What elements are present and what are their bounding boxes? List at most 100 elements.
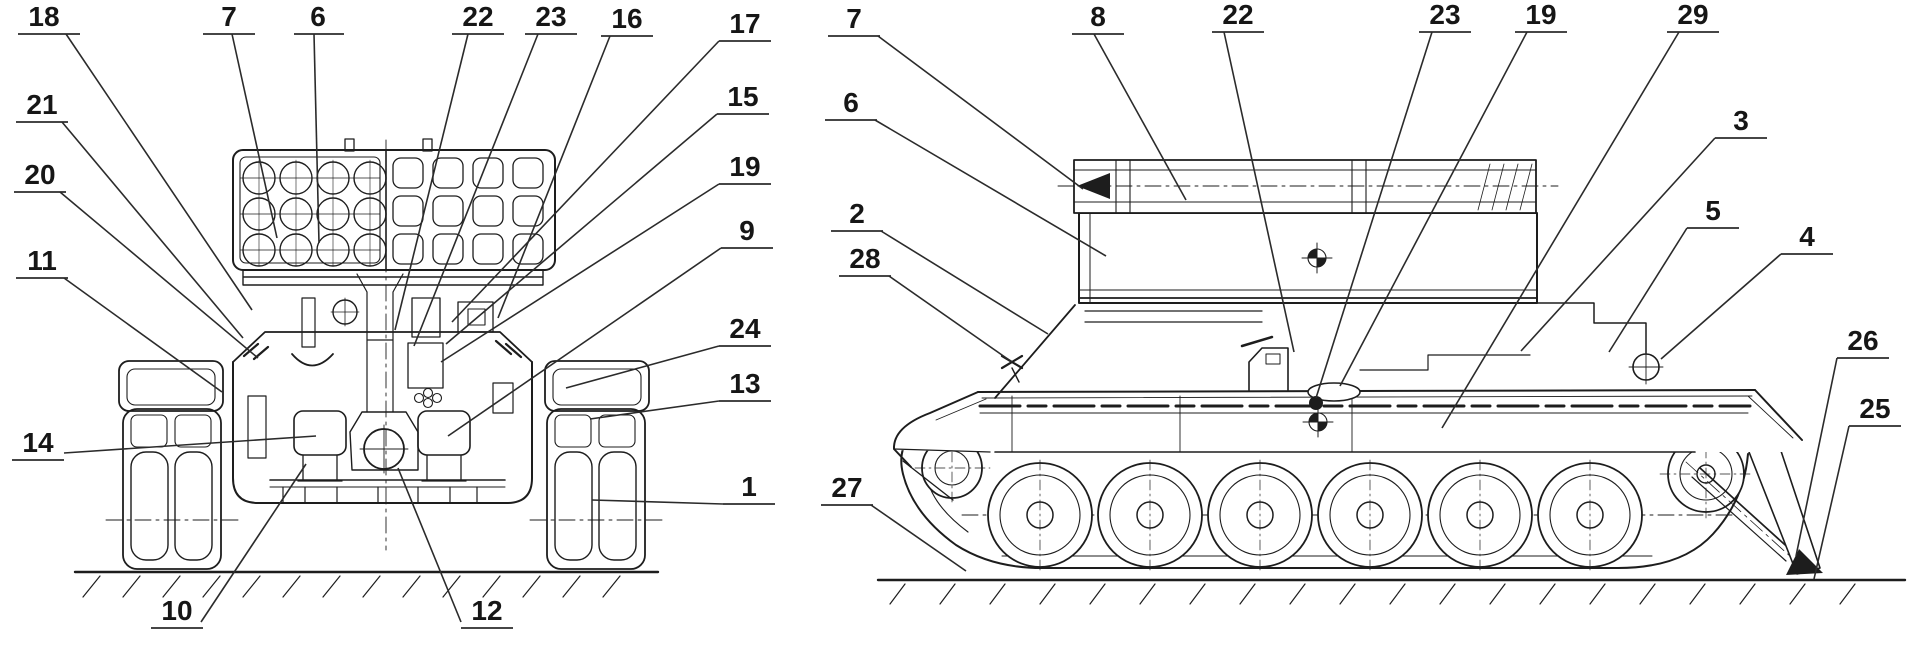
callout-number: 18 [28,1,59,32]
callout-side-6: 6 [825,87,1107,257]
right-track-assembly [529,360,663,570]
callout-number: 10 [161,595,192,626]
callout-number: 22 [462,1,493,32]
callout-leader [445,113,718,345]
callout-leader [413,33,539,347]
center-mast [356,273,404,413]
rear-bracket [1536,302,1647,354]
callout-front-11: 11 [16,245,223,393]
callout-leader [591,499,724,505]
callout-front-15: 15 [445,81,769,345]
callout-number: 24 [729,313,761,344]
callout-leader [1813,425,1850,580]
square-launch-cells [392,157,544,265]
callout-leader [1660,253,1782,360]
callout-number: 16 [611,3,642,34]
callout-front-14: 14 [12,427,317,461]
side-view-callouts: 7 6 2 28 27 8 22 23 19 29 35 4 26 25 [821,0,1901,580]
callout-front-6: 6 [294,1,344,244]
callout-number: 7 [221,1,237,32]
callout-number: 25 [1859,393,1890,424]
callout-number: 11 [27,245,57,276]
ground-hatching [889,583,1856,605]
callout-number: 14 [22,427,54,458]
valve-cluster [413,387,443,409]
callout-leader [874,119,1107,257]
callout-side-26: 26 [1795,325,1889,557]
callout-leader [877,35,1084,190]
center-mark-lower [1302,406,1334,438]
callout-side-23: 23 [1315,0,1471,399]
callout-number: 28 [849,243,880,274]
left-seat [293,410,347,456]
callout-number: 6 [310,1,326,32]
tow-hook [291,353,334,367]
callout-number: 7 [846,3,862,34]
callout-side-8: 8 [1072,1,1187,201]
callout-leader [200,463,307,623]
right-seat [417,410,471,456]
hull-side [892,389,1803,501]
callout-leader [870,504,967,572]
callout-side-29: 29 [1441,0,1719,429]
callout-side-25: 25 [1813,393,1901,580]
callout-leader [394,33,469,331]
callout-number: 23 [535,1,566,32]
callout-side-19: 19 [1339,0,1567,387]
hatch-oval [1307,382,1361,402]
callout-front-22: 22 [394,1,504,331]
callout-leader [1339,31,1528,387]
callout-number: 22 [1222,0,1253,30]
callout-number: 8 [1090,1,1106,32]
callout-leader [880,230,1049,335]
callout-leader [1315,31,1433,399]
left-track-assembly [105,360,239,570]
callout-front-21: 21 [16,89,244,339]
ground-hatching [82,575,621,598]
drive-housing [349,411,419,471]
callout-number: 21 [26,89,57,120]
callout-number: 4 [1799,221,1815,252]
callout-side-22: 22 [1212,0,1295,353]
callout-leader [440,183,720,363]
callout-number: 1 [741,471,757,502]
callout-leader [1223,31,1295,353]
callout-leader [63,435,317,454]
callout-number: 29 [1677,0,1708,30]
callout-side-3: 3 [1520,105,1767,352]
road-wheels [961,459,1736,571]
hull-front [232,361,533,504]
callout-number: 2 [849,198,865,229]
callout-number: 26 [1847,325,1878,356]
callout-leader [1441,31,1680,429]
callout-front-20: 20 [14,159,259,359]
callout-front-17: 17 [451,8,771,323]
callout-front-19: 19 [440,151,771,363]
callout-leader [1795,357,1838,557]
callout-side-7: 7 [828,3,1084,190]
callout-number: 5 [1705,195,1721,226]
callout-leader [231,33,278,239]
callout-number: 13 [729,368,760,399]
callout-leader [397,467,462,623]
callout-leader [63,277,223,393]
callout-leader [1520,137,1716,352]
callout-leader [451,40,720,323]
callout-side-27: 27 [821,472,967,572]
callout-number: 6 [843,87,859,118]
launch-tube [1073,159,1537,214]
callout-leader [1608,227,1688,353]
cupola [1248,347,1289,391]
callout-leader [888,275,1013,363]
callout-number: 19 [729,151,760,182]
callout-side-5: 5 [1608,195,1739,353]
callout-number: 9 [739,215,755,246]
side-view-drawing [876,159,1907,605]
launcher-package-front [232,138,556,286]
callout-leader [447,247,722,437]
callout-number: 19 [1525,0,1556,30]
callout-side-4: 4 [1660,221,1833,360]
callout-front-9: 9 [447,215,773,437]
